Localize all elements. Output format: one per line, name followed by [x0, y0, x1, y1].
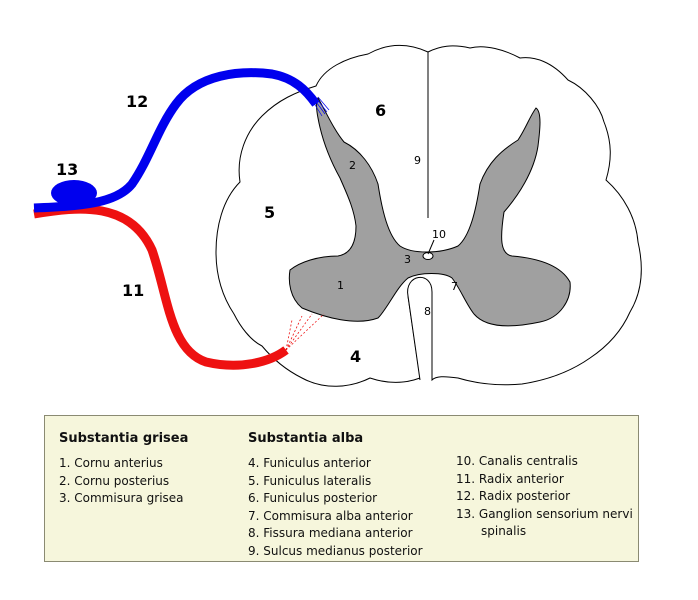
spinal-ganglion: [51, 180, 97, 206]
posterior-root: [33, 68, 320, 213]
label-8: 8: [424, 305, 431, 318]
label-6: 6: [375, 101, 386, 120]
legend-item: 3. Commisura grisea: [59, 491, 184, 505]
label-1: 1: [337, 279, 344, 292]
spinal-cord-diagram: 1 2 3 4 5 6 7 8 9 10 11 12 13: [33, 44, 642, 387]
label-9: 9: [414, 154, 421, 167]
legend-item: 2. Cornu posterius: [59, 473, 170, 488]
anterior-median-fissure: [407, 276, 433, 381]
legend-item: 1. Cornu anterius: [59, 456, 163, 470]
anterior-root: [33, 204, 289, 370]
anterior-rootlets: [285, 313, 325, 351]
legend-item-continuation: spinalis: [481, 524, 527, 538]
legend-grisea-title: Substantia grisea: [59, 431, 189, 446]
legend-grisea-list: 1. Cornu anterius 2. Cornu posterius 3. …: [59, 455, 184, 508]
label-4: 4: [350, 347, 361, 366]
posterior-rootlets: [311, 96, 330, 117]
legend-item: 6. Funiculus posterior: [248, 491, 378, 505]
central-canal: [422, 252, 434, 260]
label-12: 12: [126, 92, 148, 111]
legend-item: 11. Radix anterior: [456, 471, 564, 486]
legend-item: 9. Sulcus medianus posterior: [248, 543, 423, 558]
legend-item: 12. Radix posterior: [456, 489, 571, 503]
label-5: 5: [264, 203, 275, 222]
legend-box: Substantia grisea 1. Cornu anterius 2. C…: [44, 415, 639, 562]
label-3: 3: [404, 253, 411, 266]
legend-item: 10. Canalis centralis: [456, 454, 578, 468]
label-2: 2: [349, 159, 356, 172]
label-7: 7: [451, 280, 458, 293]
legend-item: 4. Funiculus anterior: [248, 456, 371, 470]
label-11: 11: [122, 281, 144, 300]
legend-item: 13. Ganglion sensorium nervi: [456, 506, 633, 521]
legend-item: 7. Commisura alba anterior: [248, 508, 413, 523]
label-10: 10: [432, 228, 446, 241]
legend-alba-list: 4. Funiculus anterior 5. Funiculus later…: [248, 455, 423, 560]
legend-item: 5. Funiculus lateralis: [248, 473, 372, 488]
legend-item: 8. Fissura mediana anterior: [248, 526, 413, 540]
legend-other-list: 10. Canalis centralis 11. Radix anterior…: [456, 453, 633, 541]
legend-alba-title: Substantia alba: [248, 431, 364, 446]
central-canal-leader: [427, 239, 435, 255]
grey-matter: [288, 96, 571, 327]
label-13: 13: [56, 160, 78, 179]
